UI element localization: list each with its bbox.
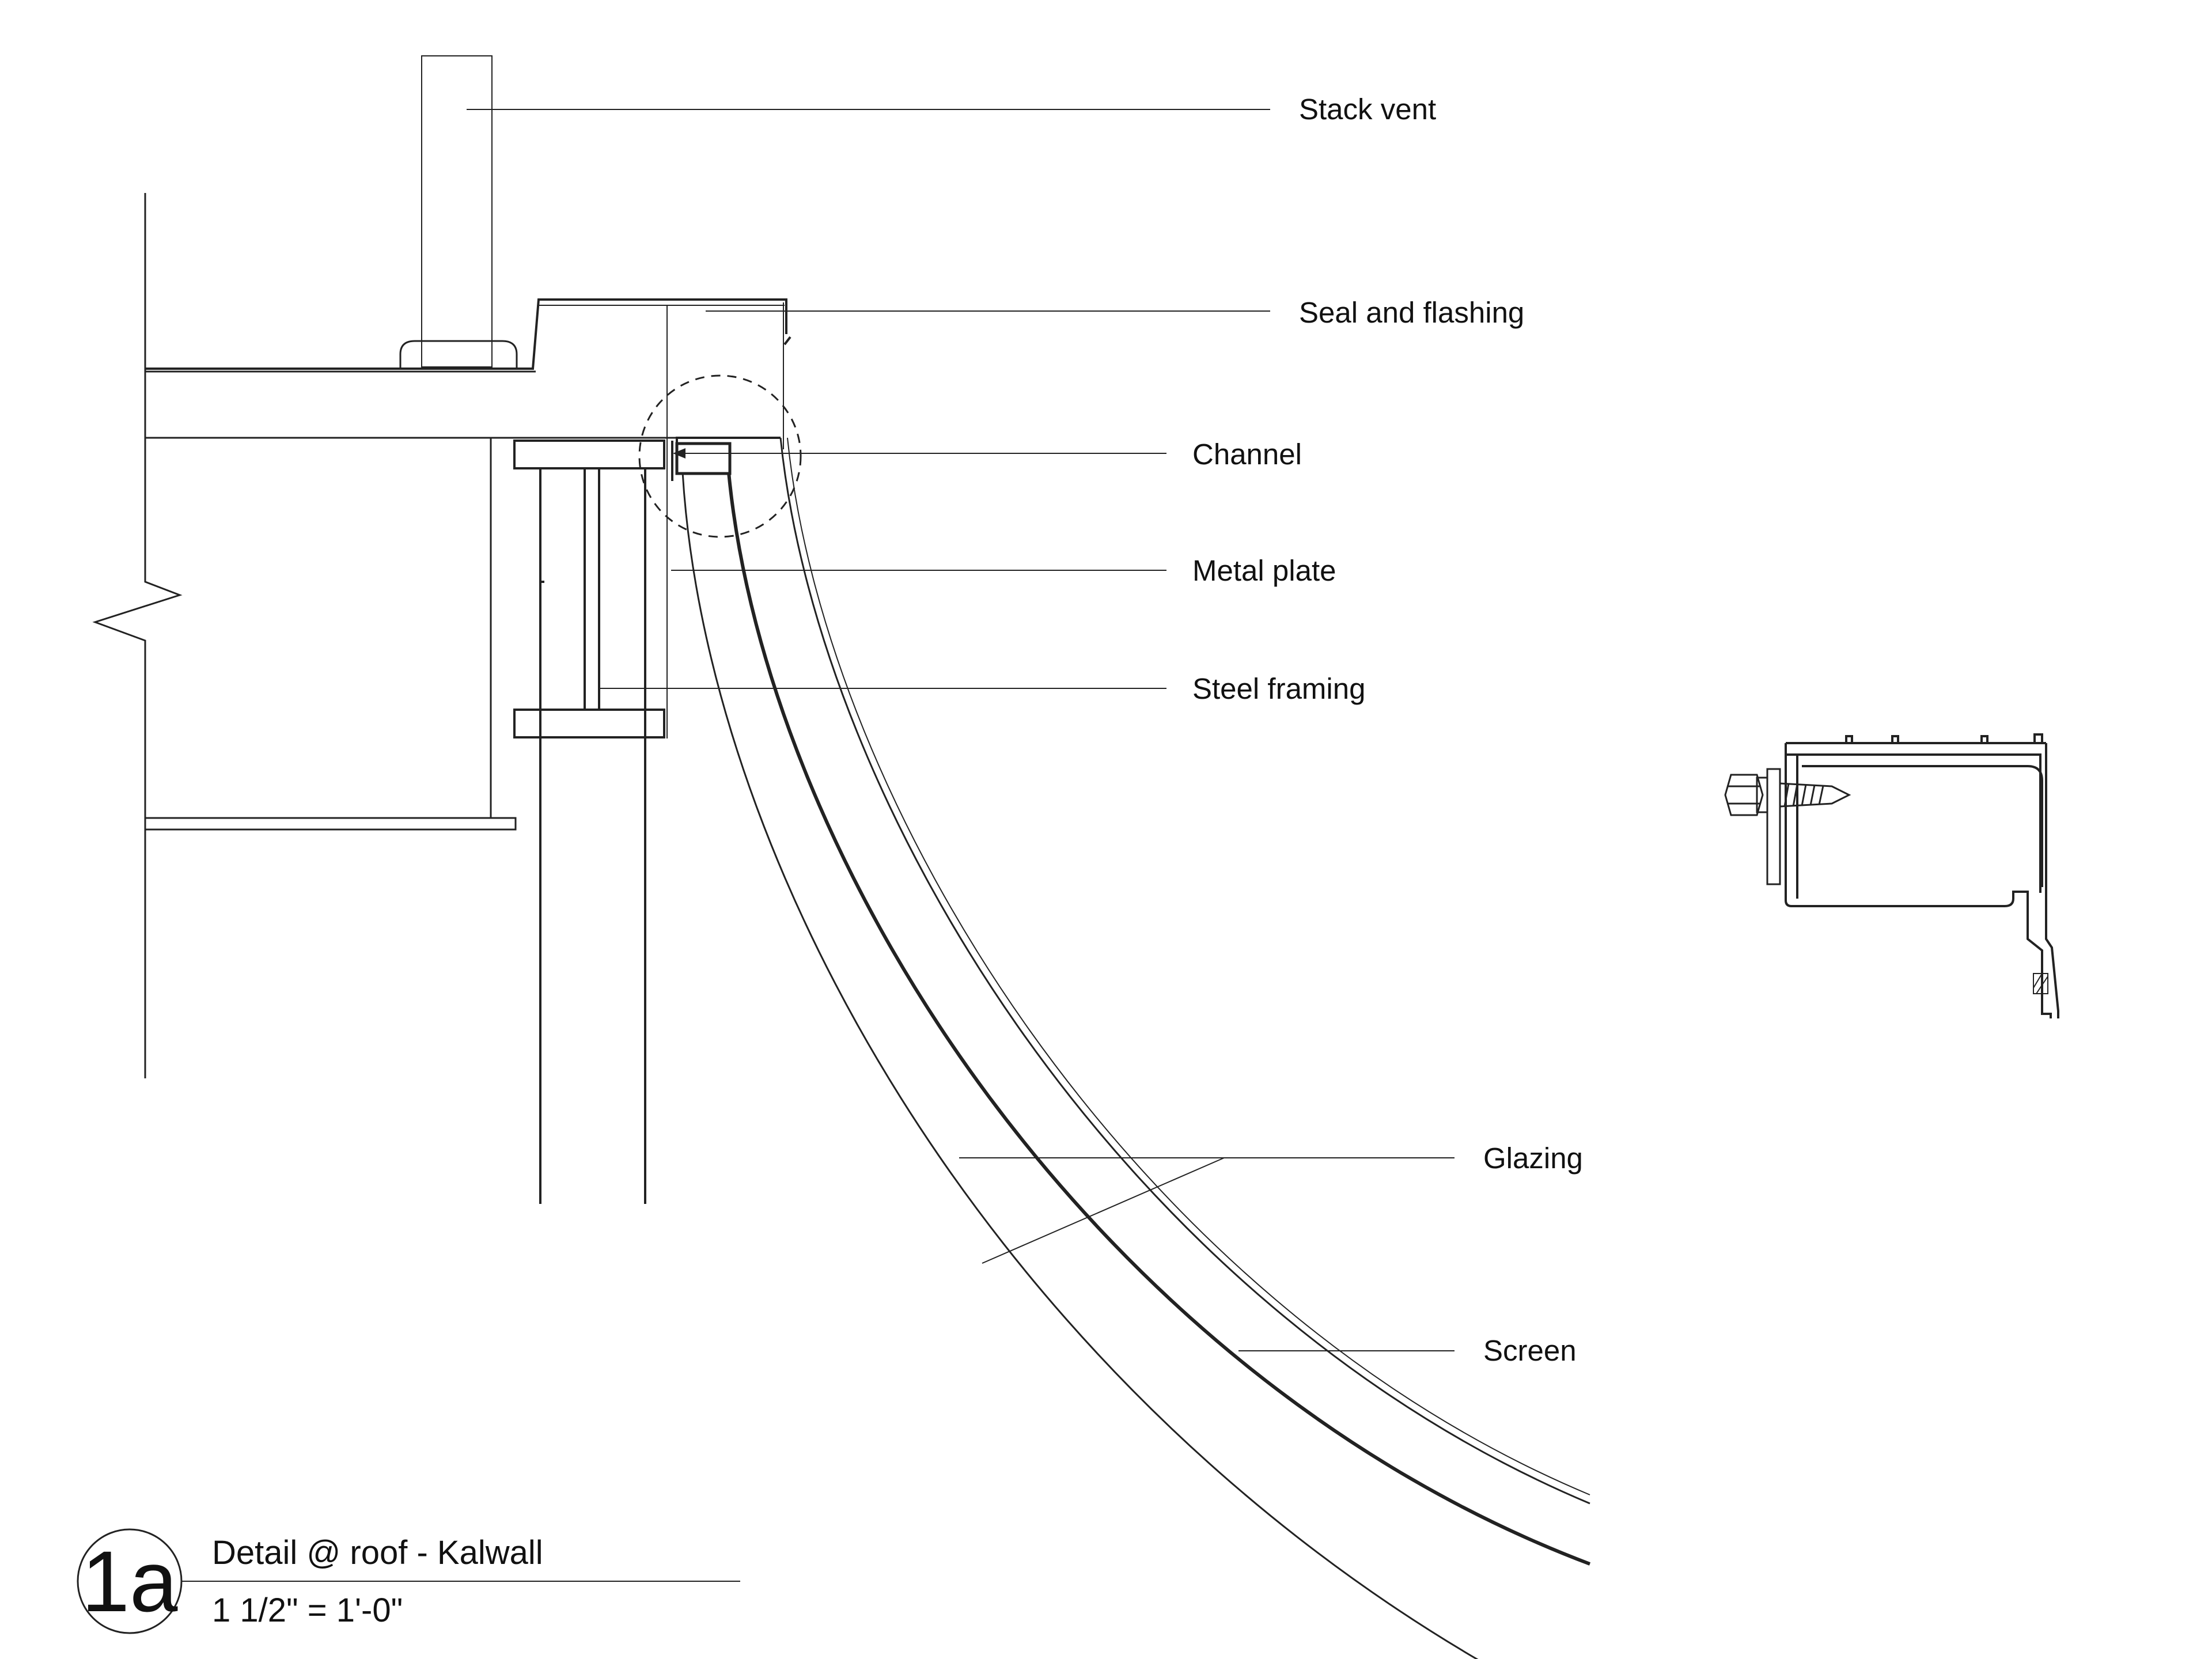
callout-leaders bbox=[467, 109, 1455, 1351]
steel-framing-label: Steel framing bbox=[1192, 672, 1365, 705]
channel-enlarged-detail bbox=[1785, 733, 2059, 1018]
detail-title: Detail @ roof - Kalwall bbox=[212, 1534, 543, 1571]
seal-and-flashing bbox=[145, 298, 791, 370]
stack-vent-boot bbox=[399, 340, 518, 369]
channel-leader-arrow bbox=[673, 448, 685, 459]
seal-and-flashing-label: Seal and flashing bbox=[1299, 296, 1524, 329]
screw-icon bbox=[1724, 768, 1851, 885]
metal-plate bbox=[671, 437, 781, 481]
screen-label: Screen bbox=[1483, 1334, 1577, 1367]
stack-vent bbox=[421, 55, 493, 368]
parapet-lines bbox=[539, 302, 785, 738]
channel-label: Channel bbox=[1192, 438, 1302, 471]
stack-vent-label: Stack vent bbox=[1299, 93, 1436, 126]
steel-framing bbox=[513, 440, 665, 1204]
detail-callout-circle bbox=[638, 374, 802, 538]
screen-curve bbox=[779, 437, 1590, 1505]
detail-number: 1a bbox=[82, 1533, 178, 1630]
glazing-label: Glazing bbox=[1483, 1142, 1583, 1175]
detail-scale: 1 1/2" = 1'-0" bbox=[212, 1592, 403, 1629]
channel bbox=[675, 442, 732, 475]
wall-section bbox=[92, 193, 781, 1078]
metal-plate-label: Metal plate bbox=[1192, 554, 1336, 587]
gasket-hatch bbox=[2033, 973, 2048, 994]
glazing-curve bbox=[681, 472, 1591, 1659]
